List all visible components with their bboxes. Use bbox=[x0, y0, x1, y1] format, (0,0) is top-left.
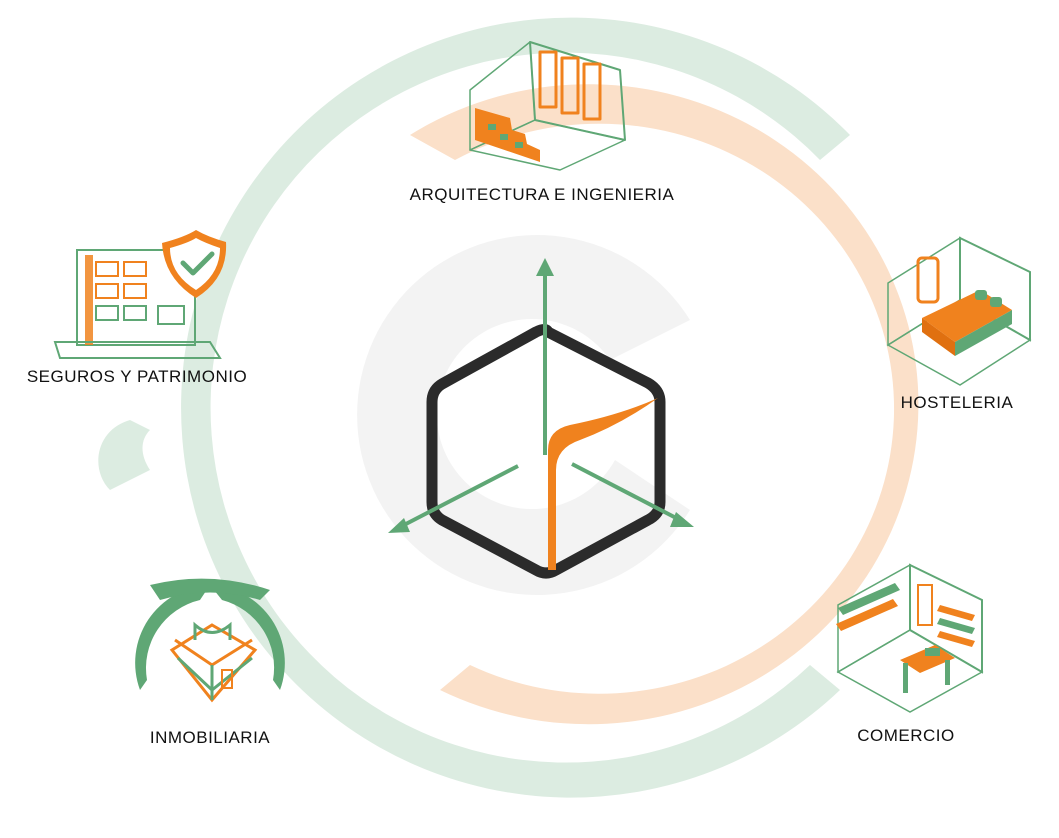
architecture-room-icon bbox=[469, 41, 626, 171]
hotel-room-bed-icon bbox=[886, 236, 1032, 386]
cube-logo bbox=[388, 258, 694, 579]
label-hosteleria: HOSTELERIA bbox=[900, 393, 1014, 412]
green-ring bbox=[181, 17, 850, 798]
label-inmobiliaria: INMOBILIARIA bbox=[149, 728, 271, 747]
axis-up-arrow-icon bbox=[536, 258, 554, 276]
cube-inner-edge bbox=[548, 398, 658, 570]
label-seguros-patrimonio: SEGUROS Y PATRIMONIO bbox=[26, 367, 248, 386]
axis-right-arrow-icon bbox=[670, 512, 694, 527]
green-ring-lobe bbox=[98, 420, 150, 490]
check-icon bbox=[180, 251, 215, 276]
real-estate-house-icon bbox=[135, 578, 285, 703]
orange-ring bbox=[410, 84, 919, 725]
shop-shelves-icon bbox=[836, 563, 984, 713]
watermark-c bbox=[357, 235, 690, 596]
axis-left bbox=[401, 464, 519, 528]
label-comercio: COMERCIO bbox=[857, 726, 955, 745]
label-arquitectura-ingenieria: ARQUITECTURA E INGENIERIA bbox=[409, 185, 675, 204]
axis-right bbox=[571, 462, 681, 522]
axis-left-arrow-icon bbox=[388, 518, 410, 533]
cube-hexagon bbox=[426, 324, 666, 579]
insurance-building-shield-icon bbox=[53, 230, 227, 359]
